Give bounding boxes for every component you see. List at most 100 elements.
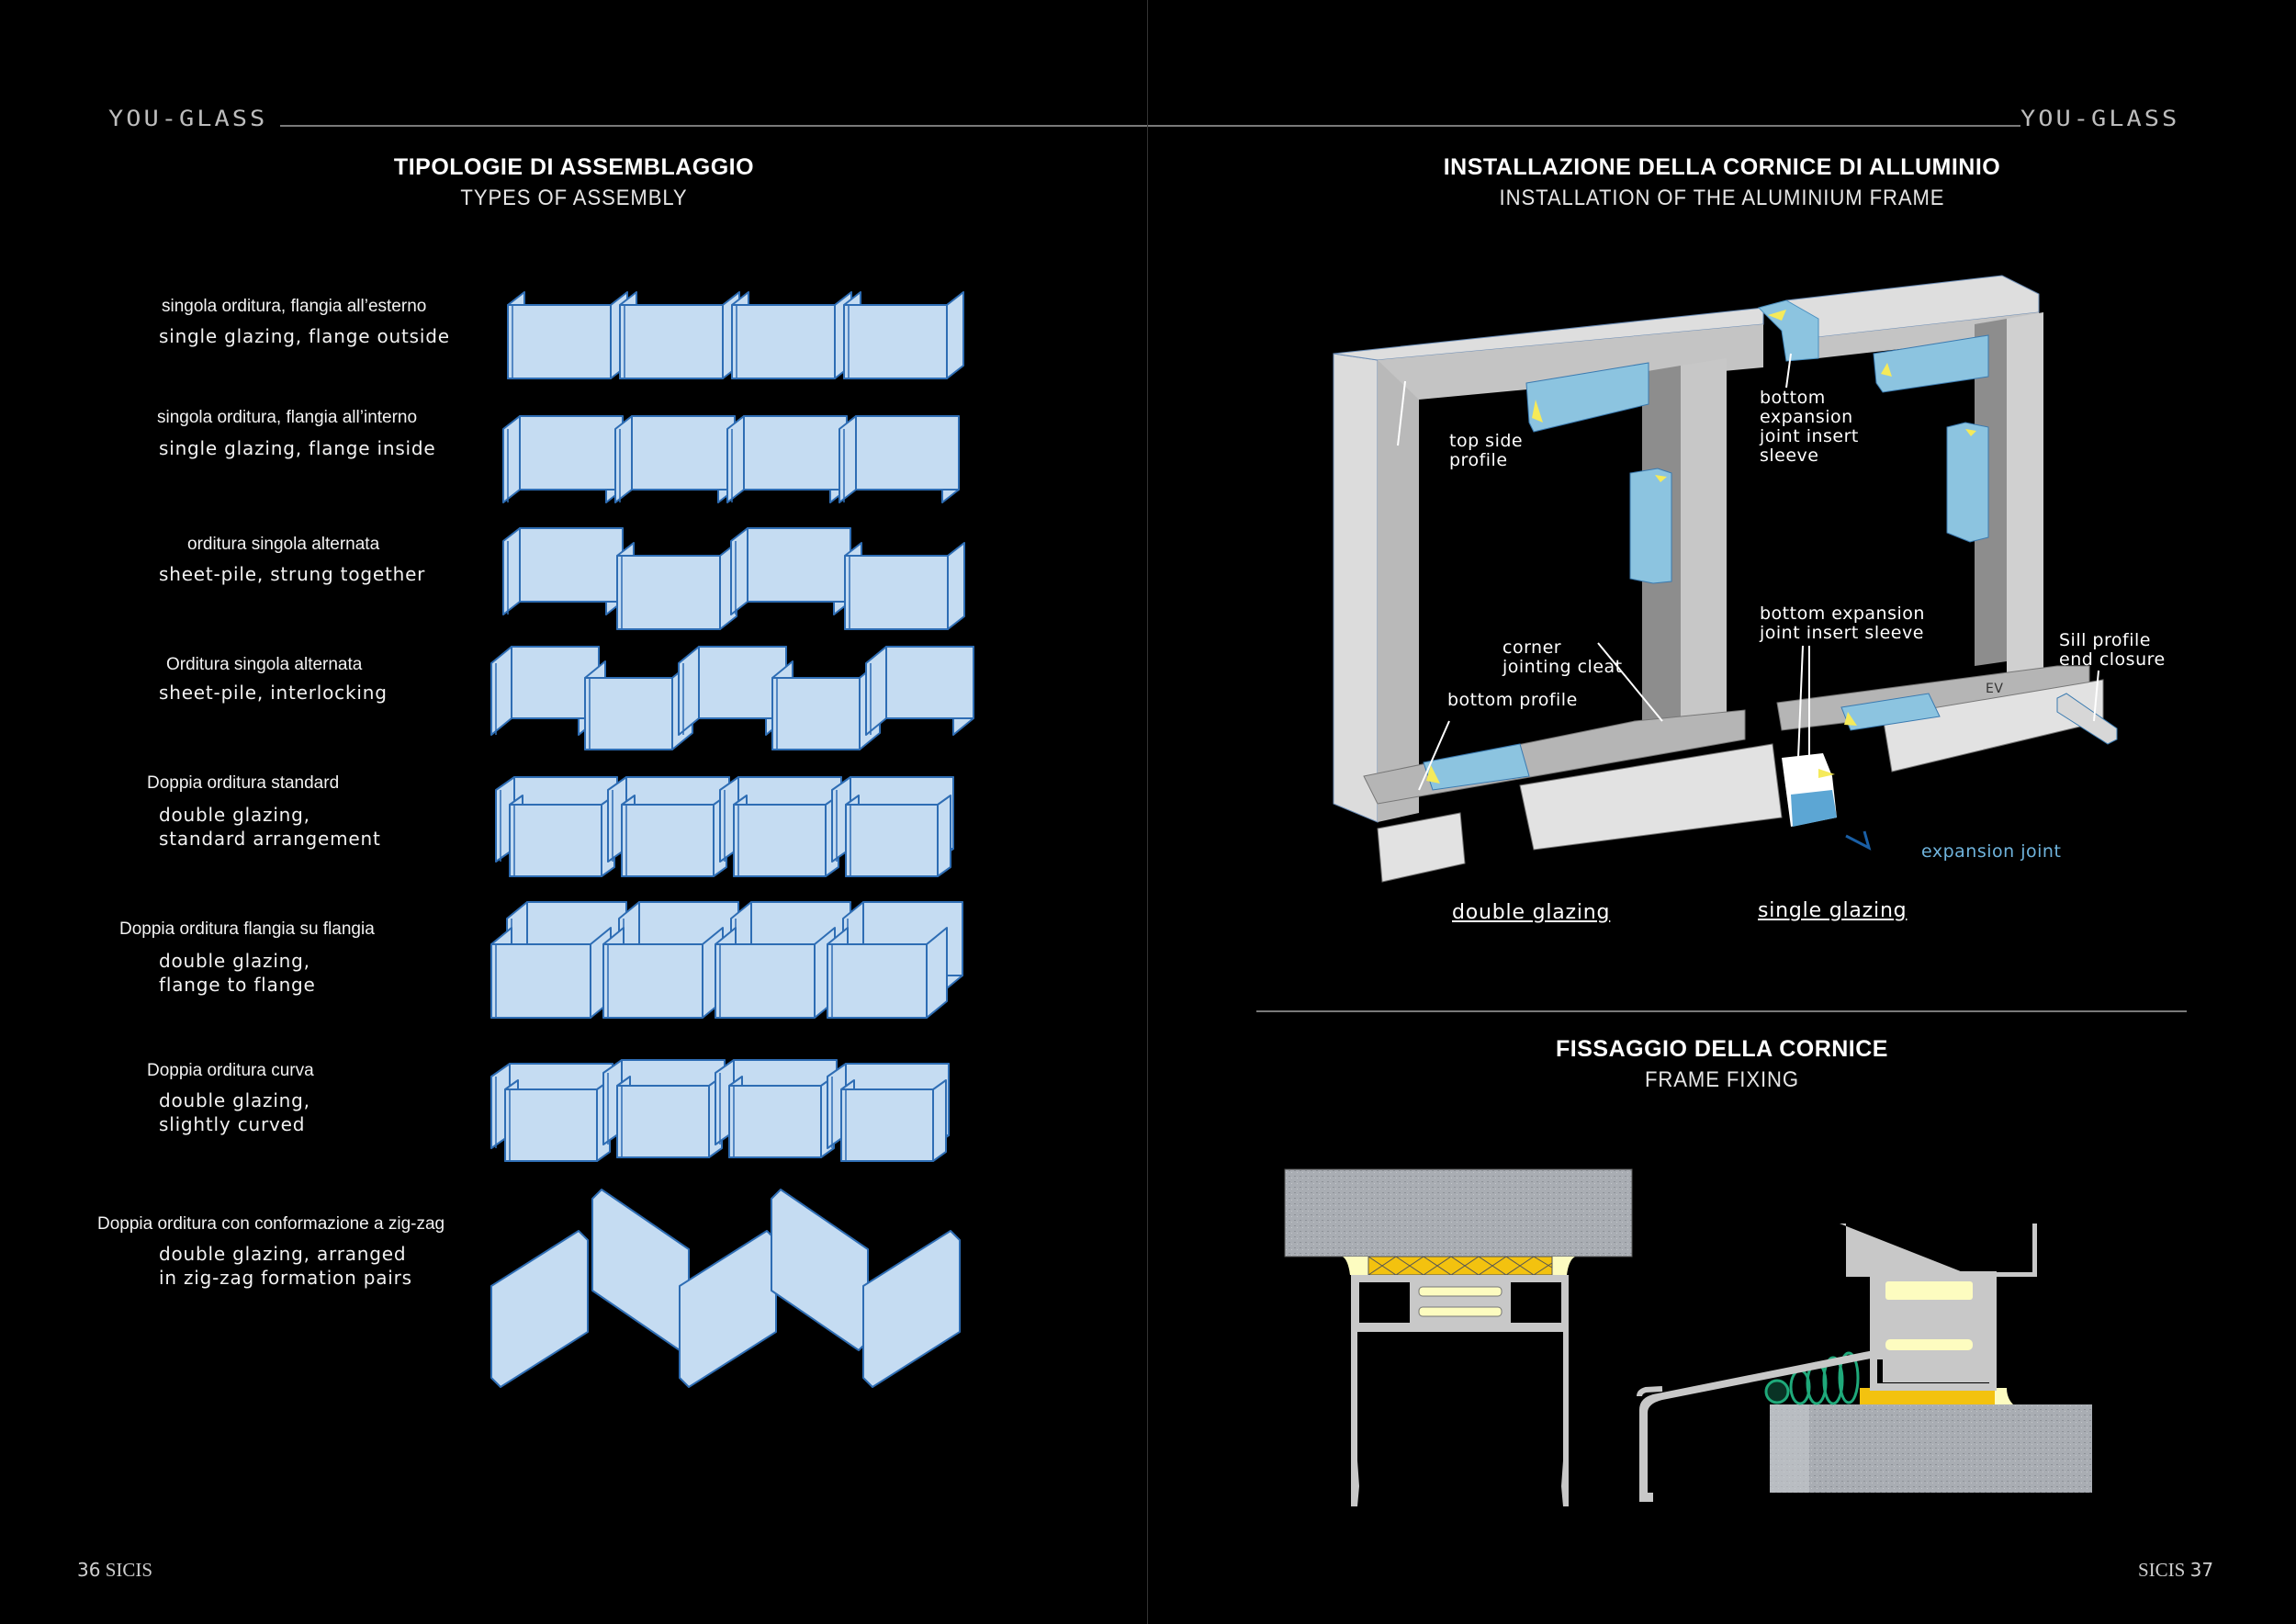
sill-drip-edge: [1637, 1386, 1663, 1397]
glass-web: [843, 304, 948, 379]
assembly-illustration-single-flange-outside: [507, 291, 964, 379]
double-glazing-sill: [1377, 812, 1466, 883]
arrow-icon: [1965, 429, 1976, 436]
vertical-sleeve-left: [1629, 468, 1672, 584]
footer-brand: SICIS: [105, 1559, 153, 1581]
glass-channel-zigzag: [771, 1189, 869, 1351]
glass-web: [715, 943, 816, 1019]
glass-web: [602, 943, 703, 1019]
glass-web: [519, 527, 624, 603]
sill-end-closure: [2056, 693, 2118, 745]
left-title-it: TIPOLOGIE DI ASSEMBLAGGIO: [393, 154, 755, 180]
assembly-illustration-sheet-pile-strung: [502, 527, 965, 630]
middle-post-face: [1681, 358, 1727, 739]
assembly-illustration-double-curved: [490, 1059, 950, 1162]
leader-line: [2093, 670, 2099, 722]
assembly-label-en: single glazing, flange outside: [159, 325, 450, 347]
profile-wall: [1870, 1271, 1997, 1391]
callout-corner-jointing-cleat: corner jointing cleat: [1503, 637, 1623, 677]
glass-web: [619, 304, 724, 379]
footer-left: 36 SICIS: [77, 1559, 152, 1582]
frame-fixing-bottom-section: [1639, 1224, 2092, 1502]
arrow-icon: [1532, 400, 1543, 423]
arrow-icon: [1844, 712, 1857, 726]
glass-channel-zigzag: [591, 1189, 690, 1351]
assembly-label-it: Doppia orditura curva: [147, 1061, 314, 1080]
page-spine: [1147, 0, 1148, 1624]
assembly-illustration-sheet-pile-interlocking: [490, 646, 974, 750]
assembly-label-it: singola orditura, flangia all’esterno: [162, 297, 427, 316]
assembly-illustration-double-zigzag: [490, 1189, 961, 1388]
caption-double-glazing: double glazing: [1452, 901, 1611, 924]
glass-web: [621, 804, 715, 877]
callout-bottom-profile: bottom profile: [1447, 690, 1578, 710]
glass-flange: [490, 646, 512, 736]
leader-line: [1785, 353, 1792, 389]
gasket-left: [1343, 1257, 1368, 1275]
aluminium-profile: [1351, 1275, 1569, 1506]
glass-flange: [838, 415, 857, 503]
glass-web: [733, 804, 827, 877]
assembly-label-it: Doppia orditura con conformazione a zig-…: [97, 1214, 445, 1234]
glass-web: [827, 943, 928, 1019]
assembly-label-en: double glazing, standard arrangement: [159, 804, 381, 850]
assembly-label-it: Doppia orditura standard: [147, 773, 340, 793]
single-glazing-sill-left: [1519, 743, 1783, 851]
leader-line: [1397, 380, 1406, 446]
assembly-label-it: singola orditura, flangia all’interno: [157, 408, 418, 427]
glass-flange: [730, 527, 748, 615]
left-title-en: TYPES OF ASSEMBLY: [460, 186, 688, 210]
glass-web: [747, 527, 851, 603]
glass-web: [743, 415, 848, 491]
glass-web: [616, 1085, 710, 1158]
top-sleeve-right: [1873, 334, 1989, 393]
arrow-icon: [1881, 363, 1892, 377]
footer-right: SICIS 37: [2138, 1559, 2213, 1582]
glass-flange: [932, 1079, 947, 1162]
glass-web: [855, 415, 960, 491]
glass-flange: [926, 927, 948, 1019]
glass-channel-zigzag: [679, 1230, 777, 1388]
footer-brand: SICIS: [2138, 1559, 2186, 1581]
glass-web: [840, 1088, 934, 1162]
assembly-label-it: Orditura singola alternata: [166, 655, 363, 674]
glass-flange: [614, 415, 633, 503]
page-number: 37: [2189, 1559, 2214, 1581]
thermal-break: [1885, 1339, 1973, 1350]
section2-title-en: FRAME FIXING: [1644, 1067, 1800, 1092]
assembly-label-it: Doppia orditura flangia su flangia: [119, 919, 375, 939]
assembly-label-it: orditura singola alternata: [187, 535, 380, 554]
glass-flange: [865, 646, 887, 736]
glass-web: [771, 677, 861, 750]
brand-logo-right: YOU-GLASS: [2020, 106, 2180, 132]
expansion-joint-leader: [1845, 830, 1872, 851]
callout-sill-end-closure: Sill profile end closure: [2059, 630, 2166, 670]
thermal-break: [1418, 1306, 1503, 1317]
sill-profile: [1639, 1350, 1875, 1502]
leader-line: [1597, 642, 1663, 722]
glass-web: [616, 555, 721, 630]
arrow-icon: [1655, 475, 1667, 482]
top-sleeve-left: [1525, 362, 1649, 433]
glass-web: [631, 415, 736, 491]
section-divider: [1256, 1010, 2187, 1012]
glass-channel-zigzag: [862, 1230, 961, 1388]
thermal-break: [1418, 1286, 1503, 1297]
glass-channel-zigzag: [490, 1230, 589, 1388]
brand-logo-left: YOU-GLASS: [108, 106, 268, 132]
callout-bottom-expansion-sleeve: bottom expansion joint insert sleeve: [1760, 603, 1925, 643]
thermal-break: [1885, 1281, 1973, 1300]
top-beam-left-face: [1378, 324, 1763, 400]
glass-web: [509, 804, 602, 877]
glass-flange: [946, 291, 964, 379]
assembly-label-en: single glazing, flange inside: [159, 437, 436, 459]
concrete-edge: [1770, 1404, 1809, 1493]
glass-flange: [726, 415, 745, 503]
leader-line: [1797, 645, 1804, 759]
expansion-joint-blue: [1791, 790, 1837, 827]
glass-web: [731, 304, 836, 379]
assembly-illustration-double-standard: [495, 776, 954, 877]
gasket-right: [1552, 1257, 1575, 1275]
glass-web: [885, 646, 974, 719]
leader-line: [1418, 720, 1450, 791]
